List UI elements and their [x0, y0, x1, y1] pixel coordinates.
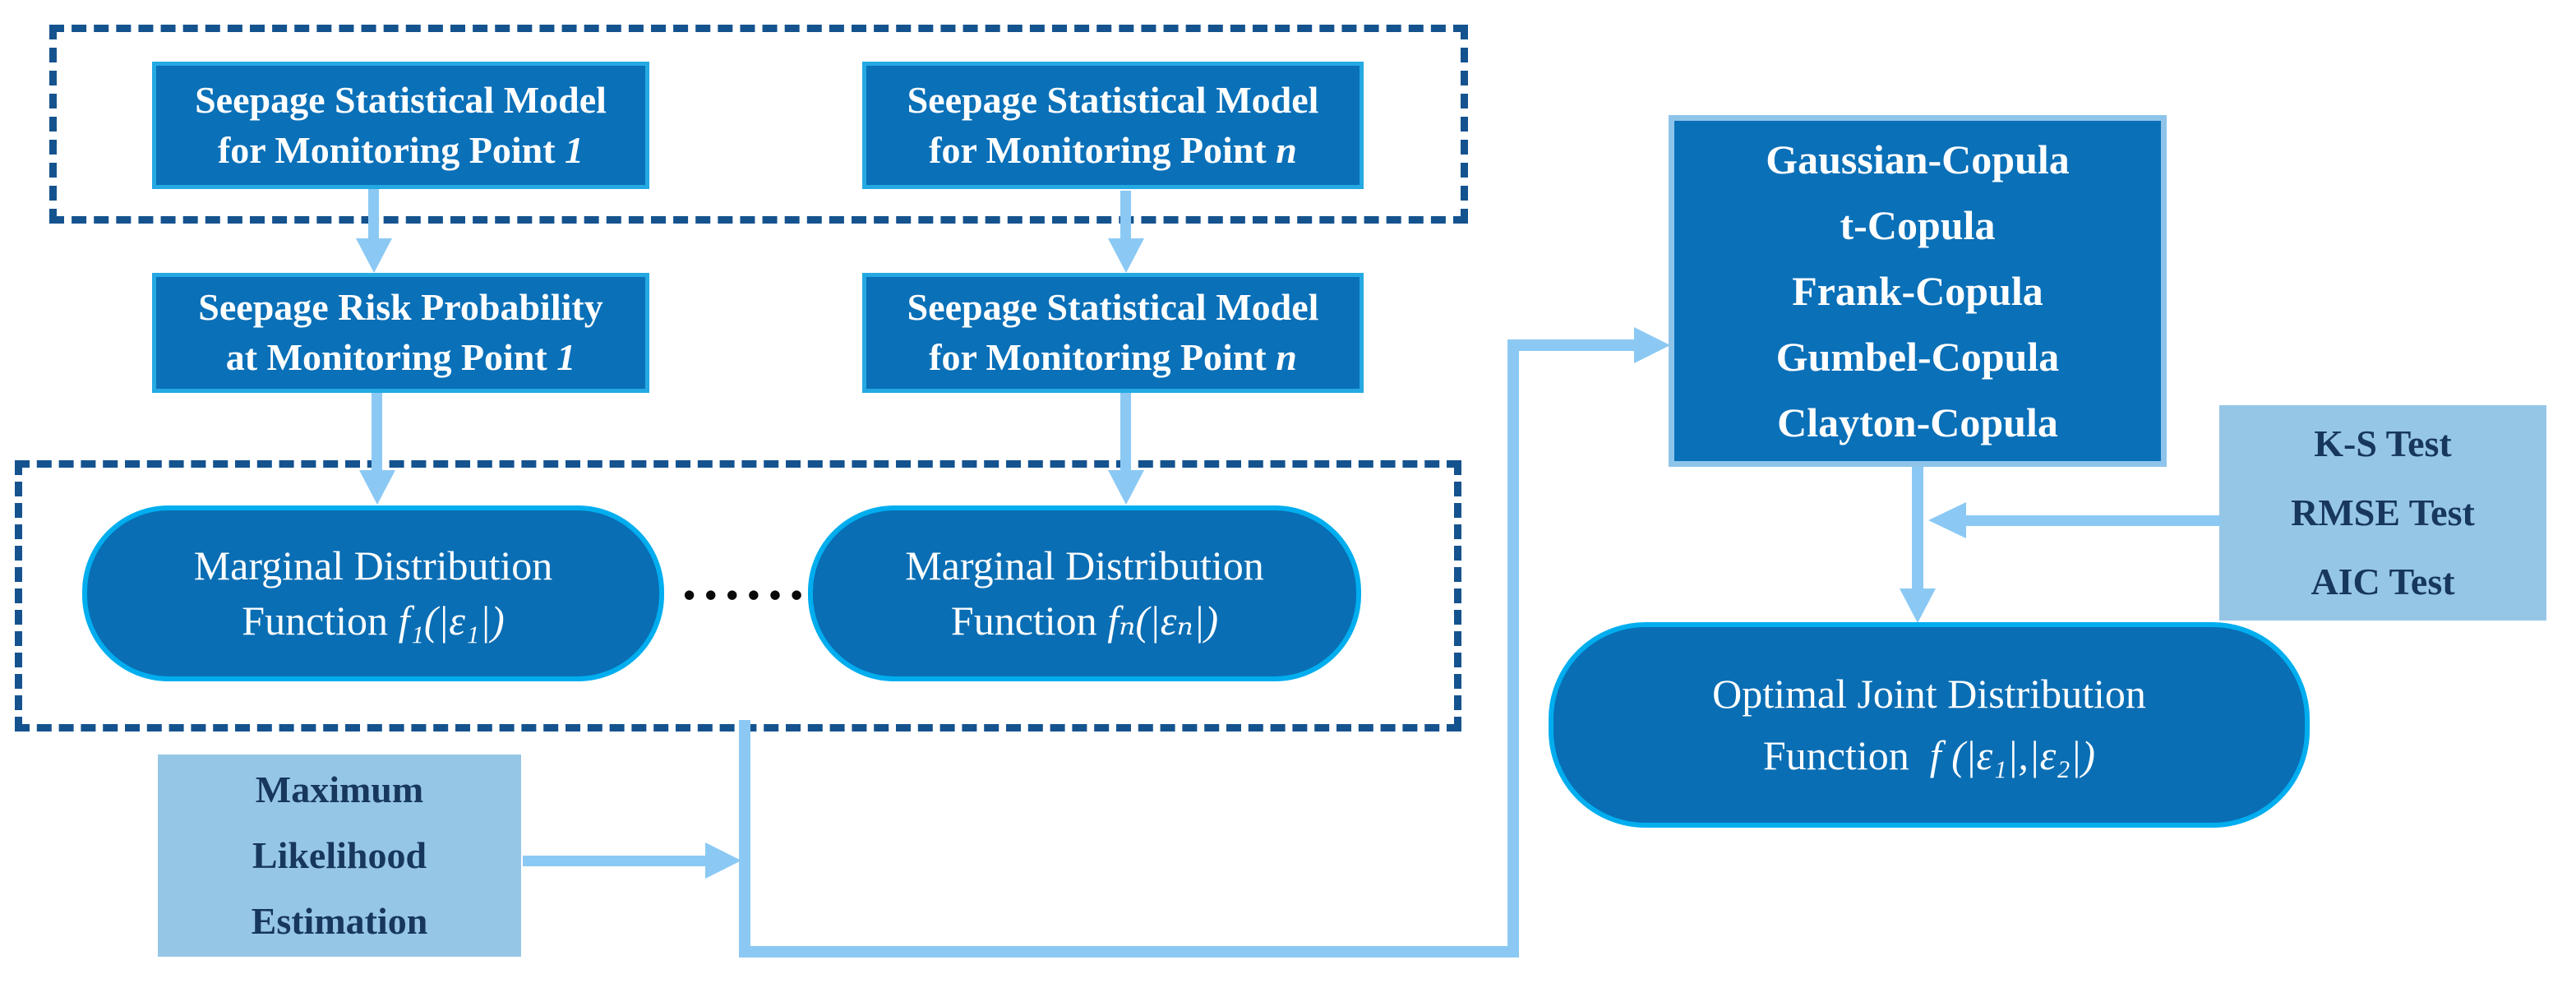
box-line: Marginal Distribution [905, 542, 1264, 588]
box-optimal-joint-distribution: Optimal Joint Distribution Function f (|… [1549, 622, 2310, 828]
box-line: Function fₙ(|εₙ|) [951, 593, 1218, 649]
point-index: 1 [565, 128, 584, 171]
box-seepage-model-point-1: Seepage Statistical Model for Monitoring… [152, 62, 649, 189]
point-index: 1 [556, 336, 576, 378]
box-line: Optimal Joint Distribution [1712, 671, 2146, 717]
box-seepage-model-point-n-2: Seepage Statistical Model for Monitoring… [862, 273, 1364, 393]
box-line-text: at Monitoring Point [225, 336, 547, 378]
arrowhead-model1-risk1 [356, 238, 392, 273]
box-line: RMSE Test [2291, 491, 2475, 533]
box-line: Maximum [255, 768, 424, 810]
box-line: Marginal Distribution [193, 542, 553, 588]
connector-top-segment [1507, 339, 1636, 351]
box-line-text: for Monitoring Point [929, 336, 1267, 378]
point-index: n [1276, 336, 1297, 378]
box-line: for Monitoring Point n [929, 333, 1297, 383]
dashed-group-statistical-models [49, 25, 1468, 224]
box-line: Estimation [251, 900, 428, 942]
box-line: K-S Test [2314, 422, 2452, 464]
box-line: at Monitoring Point 1 [226, 333, 575, 383]
box-line: Frank-Copula [1792, 268, 2043, 314]
box-line: Seepage Statistical Model [195, 78, 607, 121]
box-line-text: for Monitoring Point [929, 128, 1267, 171]
box-line: for Monitoring Point 1 [218, 126, 584, 176]
box-line-text: for Monitoring Point [217, 128, 556, 171]
marginal1-formula: f₁(|ε₁|) [398, 598, 505, 644]
box-marginal-distribution-n: Marginal Distribution Function fₙ(|εₙ|) [808, 505, 1361, 681]
box-copula-candidates: Gaussian-Copula t-Copula Frank-Copula Gu… [1669, 115, 2167, 467]
arrow-copula-optimal [1912, 467, 1923, 590]
arrowhead-mle-connector [705, 842, 741, 879]
box-line-text: Function [950, 598, 1097, 644]
arrowhead-tests-connector [1928, 502, 1966, 538]
box-line: Gumbel-Copula [1775, 334, 2060, 380]
box-line: Clayton-Copula [1777, 399, 2058, 445]
connector-down-segment [739, 720, 750, 958]
box-line: Function f (|ε₁|,|ε₂|) [1763, 725, 2095, 787]
box-line: Seepage Risk Probability [198, 286, 603, 329]
arrowhead-connector-copula [1634, 327, 1670, 363]
optimal-formula: f (|ε₁|,|ε₂|) [1929, 732, 2096, 778]
arrow-mle-connector [523, 856, 707, 866]
arrow-modeln-modeln2 [1120, 191, 1131, 240]
arrowhead-modeln-modeln2 [1108, 238, 1144, 273]
box-goodness-of-fit-tests: K-S Test RMSE Test AIC Test [2219, 405, 2546, 621]
box-line: Seepage Statistical Model [907, 78, 1319, 121]
arrowhead-risk1-marginal1 [359, 470, 395, 505]
connector-bottom-segment [739, 946, 1519, 958]
box-line: AIC Test [2311, 561, 2455, 602]
dashed-group-marginal-distributions [15, 460, 1461, 731]
box-line: Likelihood [252, 834, 427, 876]
box-line: Gaussian-Copula [1766, 136, 2070, 182]
connector-up-segment [1507, 339, 1519, 958]
box-maximum-likelihood-estimation: Maximum Likelihood Estimation [158, 755, 521, 957]
arrowhead-modeln2-marginal2 [1108, 470, 1144, 505]
arrow-tests-connector [1964, 515, 2221, 526]
box-line: Seepage Statistical Model [907, 286, 1319, 329]
box-line-text: Function [242, 598, 389, 644]
box-line: Function f₁(|ε₁|) [242, 593, 504, 649]
box-line-text: Function [1762, 732, 1909, 778]
arrowhead-copula-optimal [1900, 588, 1936, 623]
box-seepage-risk-probability-point-1: Seepage Risk Probability at Monitoring P… [152, 273, 649, 393]
box-marginal-distribution-1: Marginal Distribution Function f₁(|ε₁|) [82, 505, 664, 681]
box-seepage-model-point-n: Seepage Statistical Model for Monitoring… [862, 62, 1364, 189]
ellipsis-dots: ●●●●●● [684, 587, 813, 602]
arrow-risk1-marginal1 [372, 393, 382, 472]
box-line: t-Copula [1840, 202, 1996, 248]
arrow-model1-risk1 [368, 189, 379, 240]
marginal2-formula: fₙ(|εₙ|) [1107, 598, 1219, 644]
box-line: for Monitoring Point n [929, 126, 1297, 176]
arrow-modeln2-marginal2 [1120, 393, 1131, 472]
point-index: n [1276, 128, 1297, 171]
